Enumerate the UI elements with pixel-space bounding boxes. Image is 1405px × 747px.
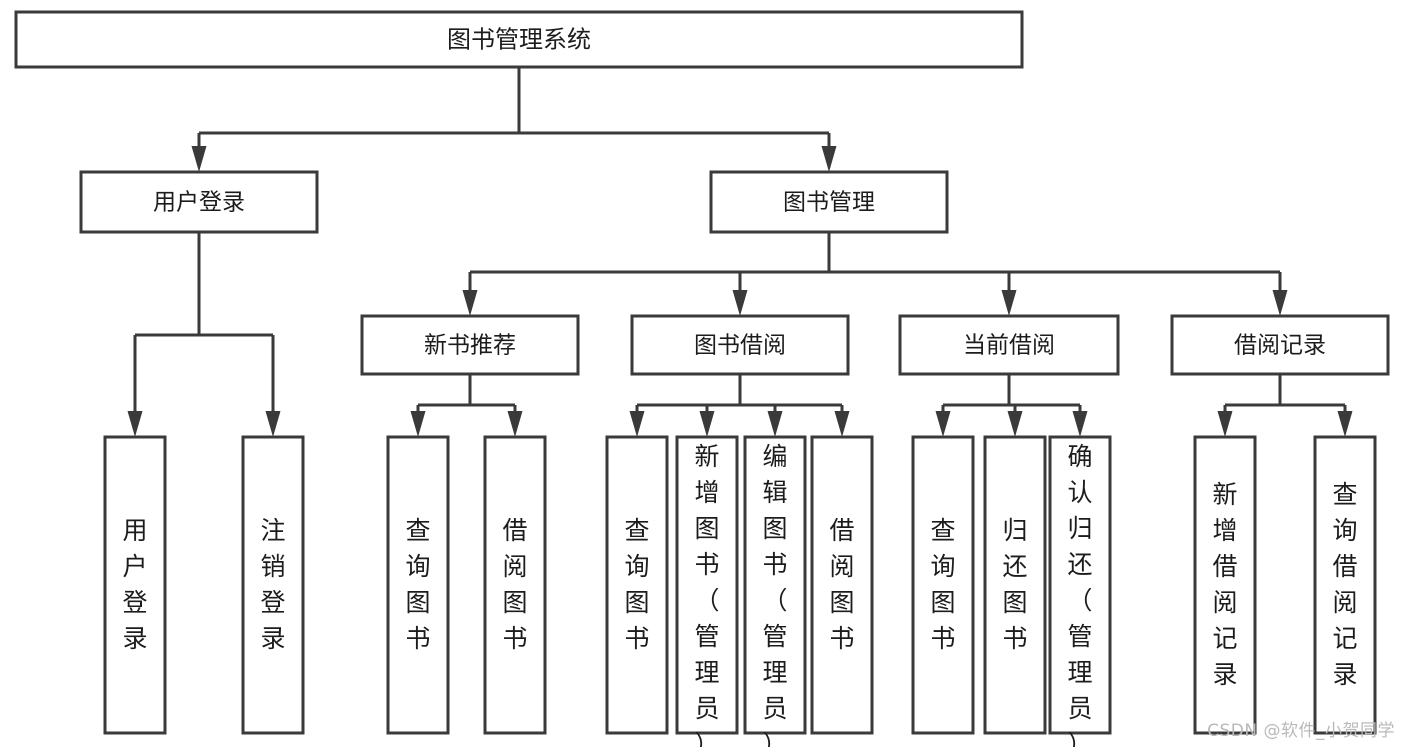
node-label-borrow-record: 借阅记录 xyxy=(1234,333,1326,359)
node-box-borrow-book-recommend xyxy=(483,435,547,735)
node-box-query-borrow-record xyxy=(1313,435,1377,735)
node-box-edit-book-admin xyxy=(743,435,807,735)
leaf-label-borrow-book-recommend: 借阅图书 xyxy=(502,516,527,653)
root-node-label: 图书管理系统 xyxy=(447,26,591,54)
arrow-head-icon xyxy=(629,411,645,437)
node-box-book-management xyxy=(709,170,949,234)
node-label-user-login: 用户登录 xyxy=(153,190,245,216)
leaf-label-query-book-borrow: 查询图书 xyxy=(624,516,649,653)
arrow-head-icon xyxy=(767,411,783,437)
leaf-label-edit-book-admin: 编辑图书（管理员） xyxy=(762,442,787,747)
arrow-head-icon xyxy=(265,411,281,437)
node-box-query-book-recommend xyxy=(386,435,450,735)
node-box-current-borrow xyxy=(898,314,1120,376)
node-box-query-book-borrow xyxy=(605,435,669,735)
node-box-add-book-admin xyxy=(675,435,739,735)
leaf-label-query-book-current: 查询图书 xyxy=(930,516,955,653)
leaf-label-confirm-return-admin: 确认归还（管理员） xyxy=(1067,442,1092,747)
leaf-label-add-book-admin: 新增图书（管理员） xyxy=(694,442,719,747)
node-box-new-book-recommend xyxy=(360,314,580,376)
arrow-head-icon xyxy=(191,146,207,172)
node-box-borrow-book-action xyxy=(810,435,874,735)
nodes-layer: 图书管理系统用户登录图书管理新书推荐图书借阅当前借阅借阅记录用户登录注销登录查询… xyxy=(14,10,1390,747)
leaf-label-add-borrow-record: 新增借阅记录 xyxy=(1212,480,1237,689)
arrow-head-icon xyxy=(127,411,143,437)
arrow-head-icon xyxy=(732,290,748,316)
node-box-return-book xyxy=(983,435,1047,735)
node-label-new-book-recommend: 新书推荐 xyxy=(424,333,516,359)
arrow-head-icon xyxy=(699,411,715,437)
connectors-layer xyxy=(127,67,1353,437)
arrow-head-icon xyxy=(1001,290,1017,316)
arrow-head-icon xyxy=(1337,411,1353,437)
leaf-label-borrow-book-action: 借阅图书 xyxy=(829,516,854,653)
node-box-book-borrow xyxy=(630,314,850,376)
node-label-current-borrow: 当前借阅 xyxy=(963,333,1055,359)
arrow-head-icon xyxy=(507,411,523,437)
arrow-head-icon xyxy=(834,411,850,437)
node-box-borrow-record xyxy=(1170,314,1390,376)
watermark-label: CSDN @软件_小贺同学 xyxy=(1207,721,1395,741)
arrow-head-icon xyxy=(462,290,478,316)
arrow-head-icon xyxy=(821,146,837,172)
arrow-head-icon xyxy=(410,411,426,437)
node-label-book-borrow: 图书借阅 xyxy=(694,333,786,359)
node-box-add-borrow-record xyxy=(1193,435,1257,735)
node-box-confirm-return-admin xyxy=(1048,435,1112,735)
node-box-user-logout xyxy=(241,435,305,735)
arrow-head-icon xyxy=(935,411,951,437)
arrow-head-icon xyxy=(1072,411,1088,437)
node-box-user-login-do xyxy=(103,435,167,735)
leaf-label-query-borrow-record: 查询借阅记录 xyxy=(1332,480,1357,689)
node-box-user-login xyxy=(79,170,319,234)
arrow-head-icon xyxy=(1272,290,1288,316)
leaf-label-user-login-do: 用户登录 xyxy=(122,516,147,653)
arrow-head-icon xyxy=(1217,411,1233,437)
leaf-label-query-book-recommend: 查询图书 xyxy=(405,516,430,653)
arrow-head-icon xyxy=(1007,411,1023,437)
leaf-label-return-book: 归还图书 xyxy=(1002,516,1027,653)
node-box-query-book-current xyxy=(911,435,975,735)
node-box-root xyxy=(14,10,1024,69)
node-label-book-management: 图书管理 xyxy=(783,190,875,216)
leaf-label-user-logout: 注销登录 xyxy=(260,516,285,653)
